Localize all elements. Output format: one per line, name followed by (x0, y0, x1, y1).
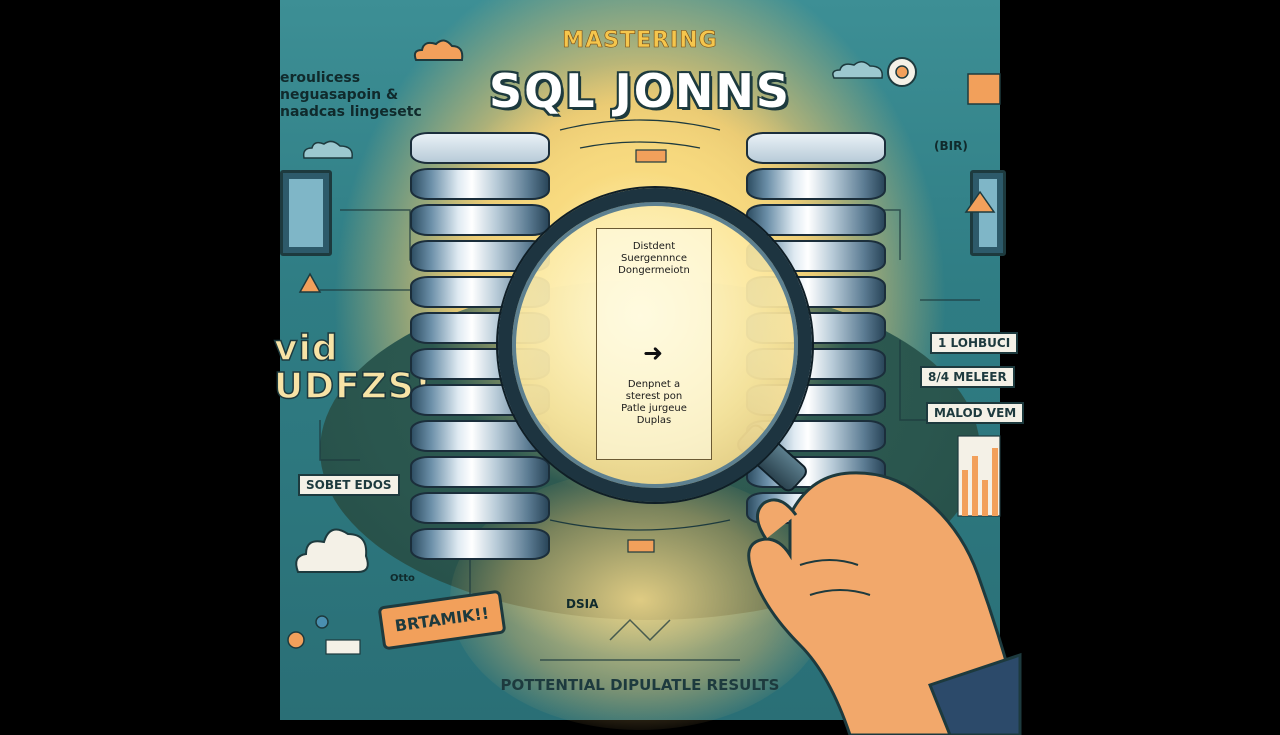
database-disk (746, 132, 886, 164)
label-tag: 1 LOHBUCI (930, 332, 1019, 354)
database-disk (410, 492, 550, 524)
database-disk (410, 528, 550, 560)
stencil-line: vid (273, 328, 339, 369)
database-disk (746, 168, 886, 200)
label-tag: 8/4 MELEER (920, 366, 1015, 388)
cloud-icon (302, 140, 353, 159)
lens-text-bottom: Denpnet a sterest pon Patle jurgeue Dupl… (597, 379, 711, 427)
side-text-block: eroulicess neguasapoin & naadcas lingese… (280, 70, 422, 121)
label-tag: SOBET EDOS (298, 474, 400, 496)
cloud-icon (832, 61, 883, 79)
database-disk (410, 204, 550, 236)
database-disk (410, 132, 550, 164)
arrow-right-icon: ➜ (643, 339, 664, 367)
video-frame: eroulicess neguasapoin & naadcas lingese… (273, 0, 1025, 735)
stencil-text: vid UDFZS! (273, 328, 433, 407)
lens-text-top: Distdent Suergennnce Dongermeiotn (597, 241, 711, 277)
side-text-line: eroulicess (280, 70, 361, 86)
top-right-mark: (BIR) (934, 139, 968, 153)
hand-icon (747, 471, 1022, 735)
database-disk (410, 168, 550, 200)
monitor-icon (970, 170, 1006, 256)
poster-subtitle: MASTERING (562, 28, 718, 54)
side-text-line: neguasapoin & (280, 87, 399, 103)
cloud-icon (295, 528, 369, 573)
cloud-icon (413, 39, 464, 61)
bottom-caption: POTTENTIAL DIPULATLE RESULTS (500, 676, 780, 694)
lens-line: Duplas (636, 415, 672, 426)
lens-line: Distdent (632, 241, 676, 252)
lens-panel: Distdent Suergennnce Dongermeiotn ➜ Denp… (596, 228, 712, 460)
lens-line: Patle jurgeue (621, 403, 687, 414)
lens-line: Suergennnce (621, 253, 687, 264)
sql-joins-poster: eroulicess neguasapoin & naadcas lingese… (273, 0, 1025, 735)
small-label: Otto (390, 573, 415, 584)
lens-line: sterest pon (625, 391, 683, 402)
database-disk (746, 204, 886, 236)
bar-chart-icon (957, 435, 1001, 517)
small-label: DSIA (566, 597, 599, 611)
stencil-line: UDFZS! (273, 366, 433, 407)
magnifying-glass-icon: Distdent Suergennnce Dongermeiotn ➜ Denp… (498, 188, 812, 502)
side-text-line: naadcas lingesetc (280, 104, 422, 120)
lens-line: Denpnet a (627, 379, 681, 390)
lens-line: Dongermeiotn (618, 265, 690, 276)
monitor-icon (280, 170, 332, 256)
label-tag: MALOD VEM (926, 402, 1025, 424)
database-disk (410, 456, 550, 488)
poster-title: SQL JONNS (489, 64, 791, 118)
